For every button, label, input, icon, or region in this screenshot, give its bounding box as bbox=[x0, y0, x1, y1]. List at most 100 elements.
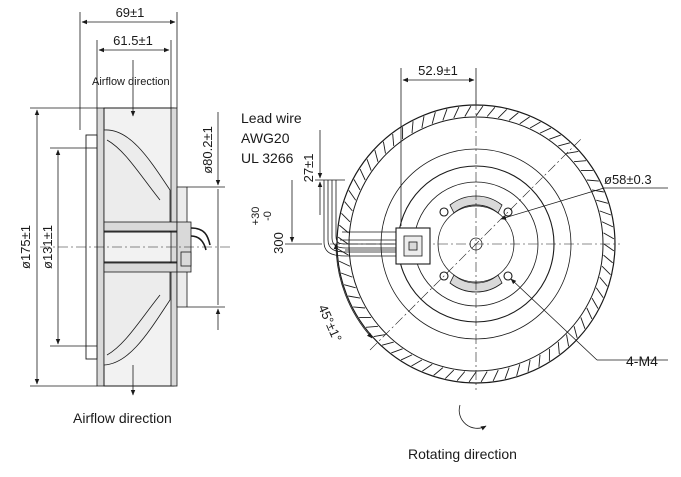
impeller-blade bbox=[468, 371, 477, 383]
mount-holes-label: 4-M4 bbox=[626, 353, 658, 369]
impeller-blade bbox=[341, 212, 351, 223]
impeller-blade bbox=[486, 107, 496, 117]
impeller-blade bbox=[373, 334, 386, 338]
rotation-arrow bbox=[458, 404, 487, 431]
impeller-blade bbox=[516, 364, 521, 376]
impeller-blade bbox=[519, 116, 530, 125]
impeller-blade bbox=[344, 201, 353, 212]
dim-motor-diameter-label: ø80.2±1 bbox=[200, 126, 215, 174]
rotating-label: Rotating direction bbox=[408, 446, 517, 462]
dim-wire-length-tol-minus: -0 bbox=[262, 211, 274, 221]
impeller-blade bbox=[599, 210, 612, 216]
impeller-blade bbox=[492, 369, 499, 382]
front-centerline-diag bbox=[369, 137, 583, 351]
impeller-blade bbox=[422, 363, 433, 372]
dim-inlet-diameter: ø131±1 bbox=[40, 147, 86, 347]
impeller-blade bbox=[339, 224, 349, 234]
mount-holes bbox=[439, 207, 513, 281]
impeller-blade bbox=[391, 348, 403, 354]
impeller-blade bbox=[421, 116, 425, 129]
impeller-blade bbox=[539, 127, 552, 134]
impeller-blade bbox=[444, 369, 455, 379]
impeller-blade bbox=[596, 199, 608, 204]
rotating-direction: Rotating direction bbox=[408, 404, 517, 462]
impeller-blade bbox=[601, 265, 611, 276]
side-view: 69±1 61.5±1 Airflow direction Airflow di… bbox=[18, 5, 230, 426]
impeller-blade bbox=[527, 359, 531, 372]
impeller-blade bbox=[382, 141, 386, 154]
impeller-blade bbox=[529, 121, 541, 129]
dim-bolt-circle: ø58±0.3 bbox=[500, 172, 668, 220]
impeller-blade bbox=[400, 354, 413, 361]
impeller-blade bbox=[601, 221, 614, 228]
impeller-blade bbox=[392, 133, 395, 146]
impeller-blade bbox=[504, 367, 510, 380]
impeller-blade bbox=[595, 287, 604, 298]
mount-hole bbox=[503, 271, 513, 281]
dim-angle-label: 45°±1° bbox=[315, 302, 345, 344]
dim-outer-diameter-label: ø175±1 bbox=[18, 225, 33, 269]
impeller-blade bbox=[557, 342, 560, 355]
impeller-blade bbox=[603, 254, 613, 264]
impeller-blade bbox=[558, 142, 570, 147]
impeller-blade bbox=[591, 189, 604, 193]
impeller-blade bbox=[453, 106, 460, 119]
impeller-blade bbox=[566, 150, 579, 154]
impeller-blade bbox=[497, 109, 508, 119]
lead-wire-standard: UL 3266 bbox=[241, 150, 294, 166]
impeller-blade bbox=[549, 134, 561, 140]
dim-offset-label: 52.9±1 bbox=[418, 63, 458, 78]
lead-wire-info: Lead wire AWG20 UL 3266 bbox=[241, 110, 302, 166]
impeller-blade bbox=[456, 371, 466, 381]
mount-hole bbox=[439, 271, 449, 281]
dim-impeller-depth-label: 61.5±1 bbox=[113, 33, 153, 48]
impeller-blade bbox=[580, 317, 586, 329]
impeller-blade bbox=[573, 326, 578, 338]
impeller-blade bbox=[433, 367, 444, 376]
dim-inlet-diameter-label: ø131±1 bbox=[40, 225, 55, 269]
dim-wire-strip-label: 27±1 bbox=[301, 154, 316, 183]
airflow-top-label: Airflow direction bbox=[92, 76, 170, 88]
impeller-blade bbox=[599, 276, 608, 287]
dim-offset: 52.9±1 bbox=[400, 63, 477, 226]
impeller-blade bbox=[603, 243, 615, 252]
impeller-blade bbox=[574, 160, 587, 163]
dim-outer-diameter: ø175±1 bbox=[18, 107, 97, 387]
airflow-bottom: Airflow direction bbox=[73, 365, 172, 426]
impeller-blade bbox=[464, 105, 472, 117]
impeller-blade bbox=[366, 159, 372, 171]
dim-bolt-circle-label: ø58±0.3 bbox=[604, 172, 652, 187]
impeller-blade bbox=[382, 341, 394, 346]
impeller-blade bbox=[508, 112, 519, 121]
impeller-blade bbox=[411, 121, 414, 134]
lead-wire-title: Lead wire bbox=[241, 110, 302, 126]
impeller-blade bbox=[348, 190, 357, 201]
impeller-blade bbox=[337, 236, 349, 245]
impeller-blade bbox=[480, 371, 488, 383]
airflow-bottom-label: Airflow direction bbox=[73, 410, 172, 426]
dim-impeller-depth: 61.5±1 bbox=[96, 33, 172, 108]
airflow-top: Airflow direction bbox=[92, 60, 170, 117]
impeller-blade bbox=[431, 112, 436, 124]
front-view: Lead wire AWG20 UL 3266 27±1 300 +30 -0 … bbox=[241, 63, 668, 462]
mount-hole bbox=[439, 207, 449, 217]
dim-wire-strip: 27±1 bbox=[301, 130, 345, 215]
impeller-blade bbox=[442, 108, 448, 121]
impeller-blade bbox=[538, 354, 541, 367]
dim-motor-diameter: ø80.2±1 bbox=[187, 112, 225, 330]
dim-wire-length-nominal: 300 bbox=[271, 232, 286, 254]
dim-total-depth-label: 69±1 bbox=[116, 5, 145, 20]
impeller-blade bbox=[591, 297, 599, 309]
dim-wire-length: 300 +30 -0 bbox=[250, 180, 322, 254]
lead-wire-gauge: AWG20 bbox=[241, 130, 290, 146]
impeller-blade bbox=[353, 179, 361, 191]
impeller-blade bbox=[586, 179, 599, 182]
dim-wire-length-tol-plus: +30 bbox=[250, 207, 262, 226]
impeller-blade bbox=[374, 150, 379, 162]
impeller-blade bbox=[359, 168, 366, 181]
impeller-blade bbox=[411, 359, 423, 367]
dim-total-depth: 69±1 bbox=[79, 5, 178, 130]
impeller-blade bbox=[603, 232, 615, 240]
impeller-blade bbox=[475, 105, 484, 117]
